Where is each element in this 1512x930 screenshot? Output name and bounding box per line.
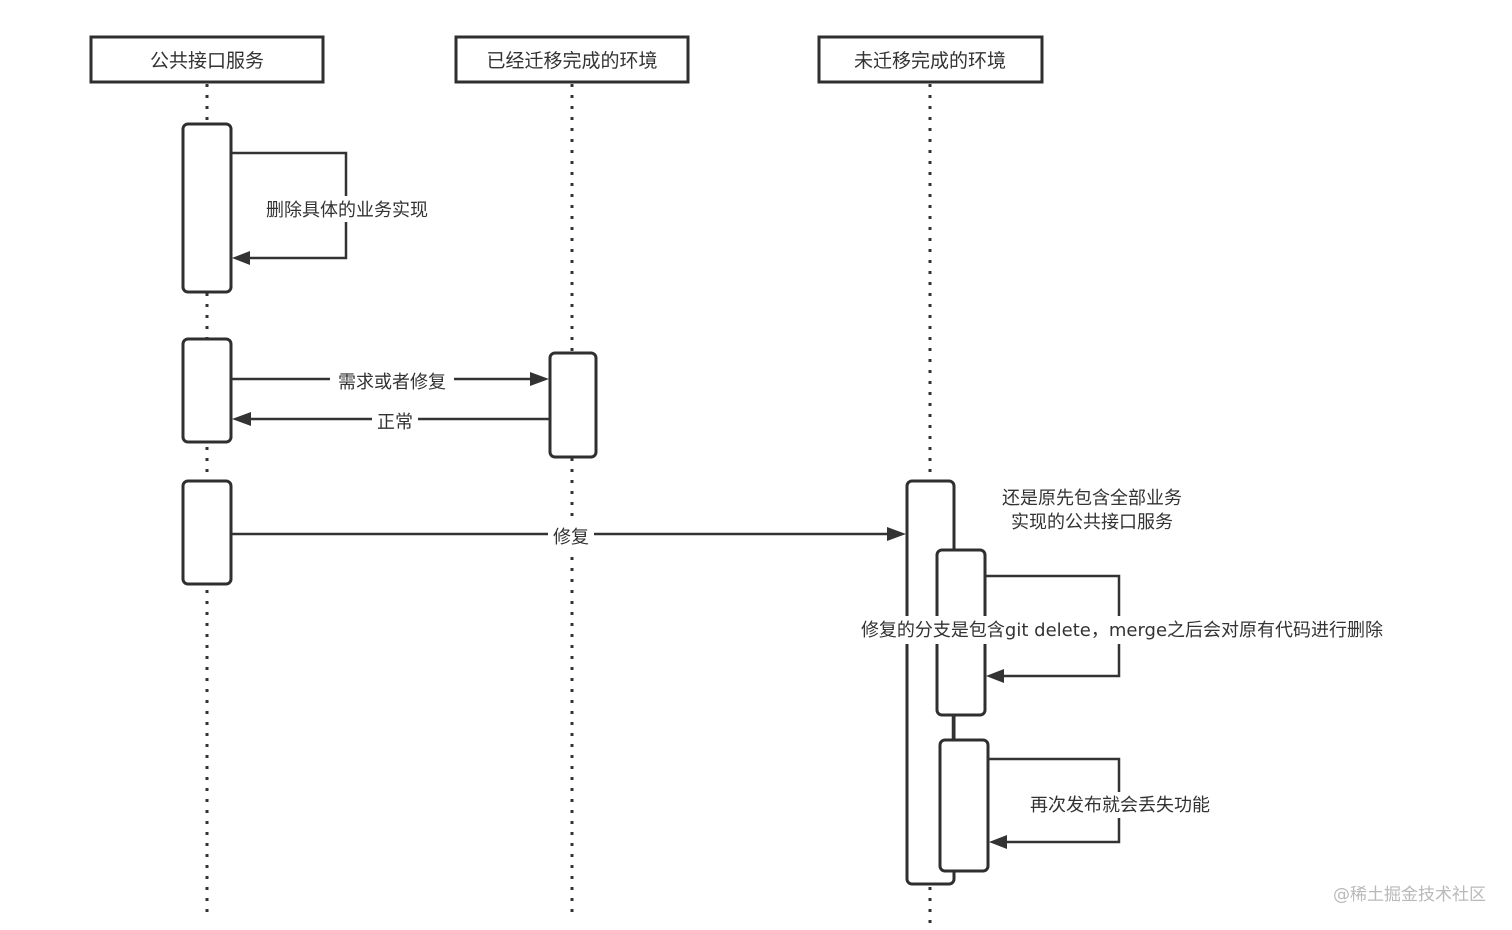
message-label: 修复 xyxy=(553,527,589,548)
message-label: 修复的分支是包含git delete，merge之后会对原有代码进行删除 xyxy=(861,620,1383,641)
watermark: @稀土掘金技术社区 xyxy=(1333,885,1486,905)
note-line: 实现的公共接口服务 xyxy=(1011,512,1173,533)
activation-migrated-env xyxy=(548,351,598,459)
arrowhead-icon xyxy=(989,835,1007,849)
actor-migrated-env[interactable]: 已经迁移完成的环境 xyxy=(454,35,690,84)
message-label: 需求或者修复 xyxy=(338,372,446,393)
arrowhead-icon xyxy=(887,527,906,541)
note-original-service: 还是原先包含全部业务 实现的公共接口服务 xyxy=(1002,488,1182,533)
arrowhead-icon xyxy=(986,669,1004,683)
arrowhead-icon xyxy=(530,372,549,386)
message-request-or-fix: 需求或者修复 xyxy=(231,368,549,394)
note-line: 还是原先包含全部业务 xyxy=(1002,488,1182,509)
message-fix: 修复 xyxy=(231,523,906,549)
actor-label: 公共接口服务 xyxy=(150,50,264,72)
actor-unmigrated-env[interactable]: 未迁移完成的环境 xyxy=(817,35,1044,84)
message-self-merge-delete: 修复的分支是包含git delete，merge之后会对原有代码进行删除 xyxy=(836,574,1408,683)
actor-label: 未迁移完成的环境 xyxy=(854,50,1006,72)
actor-public-api[interactable]: 公共接口服务 xyxy=(89,35,325,84)
arrowhead-icon xyxy=(232,251,250,265)
message-label: 正常 xyxy=(377,412,413,433)
arrowhead-icon xyxy=(232,412,251,426)
actor-label: 已经迁移完成的环境 xyxy=(486,50,657,72)
message-self-delete: 删除具体的业务实现 xyxy=(231,151,440,265)
message-label: 再次发布就会丢失功能 xyxy=(1030,795,1210,816)
activation-public-api-3 xyxy=(181,479,233,586)
activation-public-api-1 xyxy=(181,122,233,294)
message-normal-response: 正常 xyxy=(232,408,549,434)
activation-unmigrated-env-nested-2 xyxy=(938,738,990,873)
message-self-release-lost: 再次发布就会丢失功能 xyxy=(988,757,1223,849)
activation-public-api-2 xyxy=(181,337,233,444)
message-label: 删除具体的业务实现 xyxy=(266,200,428,221)
